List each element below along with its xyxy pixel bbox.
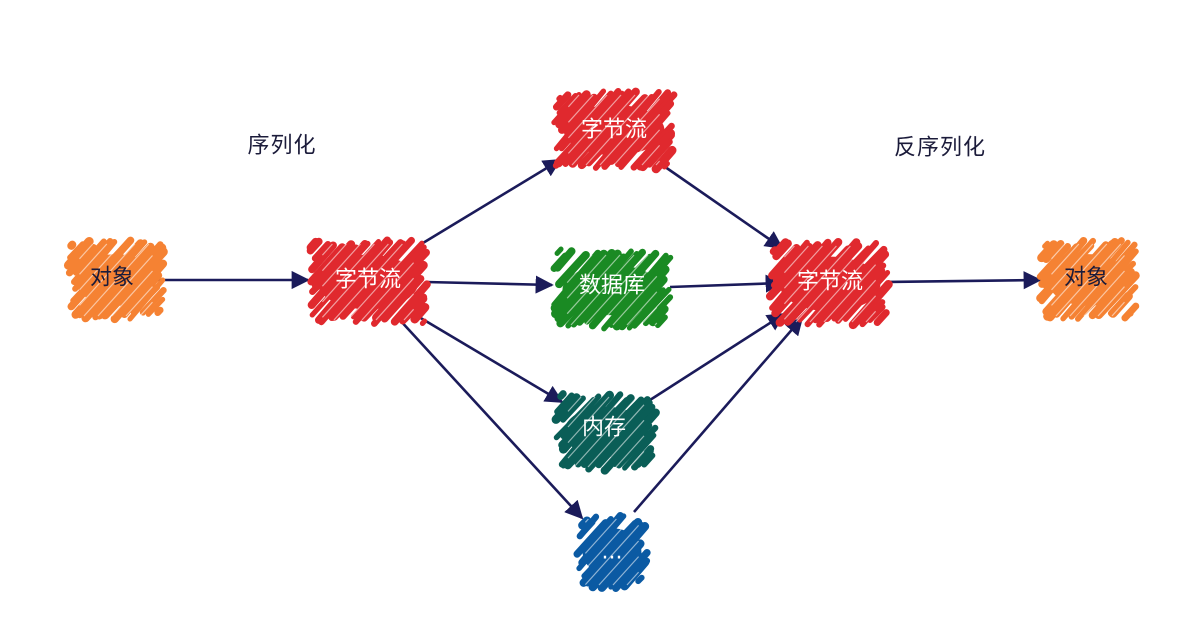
node-bytes-top[interactable] [551, 87, 678, 174]
node-memory[interactable] [551, 390, 660, 475]
serialize-label: 序列化 [247, 134, 316, 159]
database-label: 数据库 [579, 274, 645, 299]
node-database[interactable] [550, 246, 674, 332]
edges [158, 158, 1042, 520]
edge-ellipsis-to-bytes-right [633, 316, 804, 513]
deserialize-label: 反序列化 [894, 136, 986, 161]
node-ellipsis[interactable] [573, 512, 651, 593]
object-left-label: 对象 [90, 266, 134, 291]
node-object-right[interactable] [1036, 236, 1140, 322]
node-bytes-right[interactable] [765, 238, 893, 330]
edge-memory-to-bytes-right [649, 312, 786, 402]
node-object-left[interactable] [63, 236, 168, 324]
bytes-top-label: 字节流 [581, 118, 647, 143]
node-bytes-left[interactable] [306, 236, 431, 327]
edge-bytes-to-memory [413, 312, 564, 404]
object-right-label: 对象 [1064, 266, 1108, 291]
edge-database-to-bytes-right [669, 274, 784, 293]
edge-bytes-top-to-bytes-right [657, 160, 784, 250]
edge-bytes-right-to-object [885, 271, 1042, 290]
edge-bytes-to-database [425, 275, 554, 294]
memory-label: 内存 [582, 416, 626, 441]
ellipsis-label: ... [602, 540, 623, 565]
edge-bytes-to-bytes-top [417, 158, 562, 248]
bytes-left-label: 字节流 [335, 268, 401, 293]
edge-bytes-to-ellipsis [397, 317, 584, 520]
bytes-right-label: 字节流 [797, 270, 863, 295]
